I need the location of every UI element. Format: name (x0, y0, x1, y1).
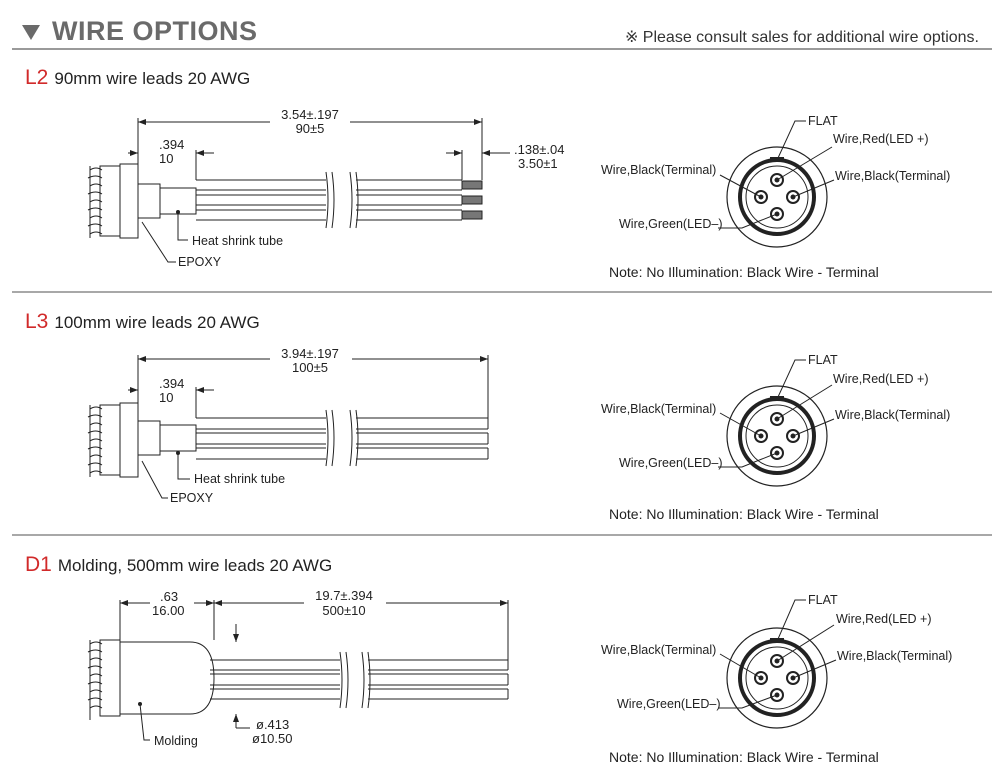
section-title: Molding, 500mm wire leads 20 AWG (57, 556, 333, 575)
section-code: L3 (25, 310, 49, 333)
section-divider (12, 291, 992, 293)
knurled-nut (87, 163, 139, 239)
dim-dia-mm: ø10.50 (252, 731, 292, 746)
section-code: L2 (25, 66, 49, 89)
dim-overall-mm: 90±5 (296, 121, 325, 136)
dim-strip-mm: 3.50±1 (518, 156, 558, 171)
dim-overall-mm: 500±10 (322, 603, 365, 618)
wire-leads (210, 651, 509, 709)
dim-strip-in: .138±.04 (514, 142, 565, 157)
wire-leads (196, 171, 462, 229)
dim-stub-mm: 10 (159, 151, 173, 166)
pin-label-black-right: Wire,Black(Terminal) (835, 408, 950, 422)
epoxy-label: EPOXY (170, 491, 214, 505)
dim-stub-in: .394 (159, 376, 184, 391)
dim-overall-in: 3.54±.197 (281, 107, 339, 122)
pin-label-red: Wire,Red(LED +) (833, 132, 929, 146)
epoxy-body (137, 183, 161, 219)
dim-stub-mm: 10 (159, 390, 173, 405)
wire-drawing-d1: .63 16.00 19.7±.394 500±10 ø.413 ø10.50 … (87, 588, 952, 765)
section-divider (12, 534, 992, 536)
illumination-note: Note: No Illumination: Black Wire - Term… (609, 749, 879, 765)
epoxy-body (137, 420, 161, 456)
dim-stub-in: .394 (159, 137, 184, 152)
dim-mold-in: .63 (160, 589, 178, 604)
pin-label-flat: FLAT (808, 353, 838, 367)
stripped-ends (461, 180, 483, 220)
knurled-nut (87, 402, 139, 478)
pinout-diagram (718, 599, 837, 729)
title-group: WIRE OPTIONS (22, 16, 258, 47)
pin-label-black-left: Wire,Black(Terminal) (601, 402, 716, 416)
heat-shrink-label: Heat shrink tube (192, 234, 283, 248)
wire-drawing-l3: 3.94±.197 100±5 .394 10 Heat shrink tube… (87, 346, 950, 522)
pin-label-red: Wire,Red(LED +) (833, 372, 929, 386)
page-header: WIRE OPTIONS ※ Please consult sales for … (0, 0, 997, 50)
pin-label-green: Wire,Green(LED–) (617, 697, 721, 711)
wire-drawing-l2: 3.54±.197 90±5 .394 10 .138±.04 3.50±1 H… (87, 107, 950, 280)
section-code: D1 (25, 553, 52, 576)
section-heading: L3 100mm wire leads 20 AWG (25, 310, 260, 334)
pin-label-green: Wire,Green(LED–) (619, 217, 723, 231)
pin-label-black-right: Wire,Black(Terminal) (837, 649, 952, 663)
pin-label-black-left: Wire,Black(Terminal) (601, 163, 716, 177)
section-heading: L2 90mm wire leads 20 AWG (25, 66, 250, 90)
pinout-diagram (718, 359, 835, 487)
triangle-down-icon (22, 25, 40, 40)
heat-shrink-label: Heat shrink tube (194, 472, 285, 486)
section-title: 90mm wire leads 20 AWG (54, 69, 251, 88)
knurled-nut (87, 639, 121, 720)
section-heading: D1 Molding, 500mm wire leads 20 AWG (25, 553, 332, 577)
molding-body (119, 641, 215, 715)
molding-label: Molding (154, 734, 198, 748)
consult-sales-note: ※ Please consult sales for additional wi… (624, 29, 979, 46)
dim-overall-mm: 100±5 (292, 360, 328, 375)
pinout-diagram (718, 120, 835, 248)
pin-label-green: Wire,Green(LED–) (619, 456, 723, 470)
pin-label-flat: FLAT (808, 593, 838, 607)
illumination-note: Note: No Illumination: Black Wire - Term… (609, 264, 879, 280)
dim-mold-mm: 16.00 (152, 603, 185, 618)
dim-dia-in: ø.413 (256, 717, 289, 732)
section-title: 100mm wire leads 20 AWG (54, 313, 260, 332)
pin-label-black-right: Wire,Black(Terminal) (835, 169, 950, 183)
dim-overall-in: 3.94±.197 (281, 346, 339, 361)
wire-leads (196, 409, 489, 467)
pin-label-black-left: Wire,Black(Terminal) (601, 643, 716, 657)
dim-overall-in: 19.7±.394 (315, 588, 373, 603)
epoxy-label: EPOXY (178, 255, 222, 269)
illumination-note: Note: No Illumination: Black Wire - Term… (609, 506, 879, 522)
pin-label-red: Wire,Red(LED +) (836, 612, 932, 626)
header-divider (12, 48, 992, 50)
page-title: WIRE OPTIONS (52, 16, 258, 46)
pin-label-flat: FLAT (808, 114, 838, 128)
